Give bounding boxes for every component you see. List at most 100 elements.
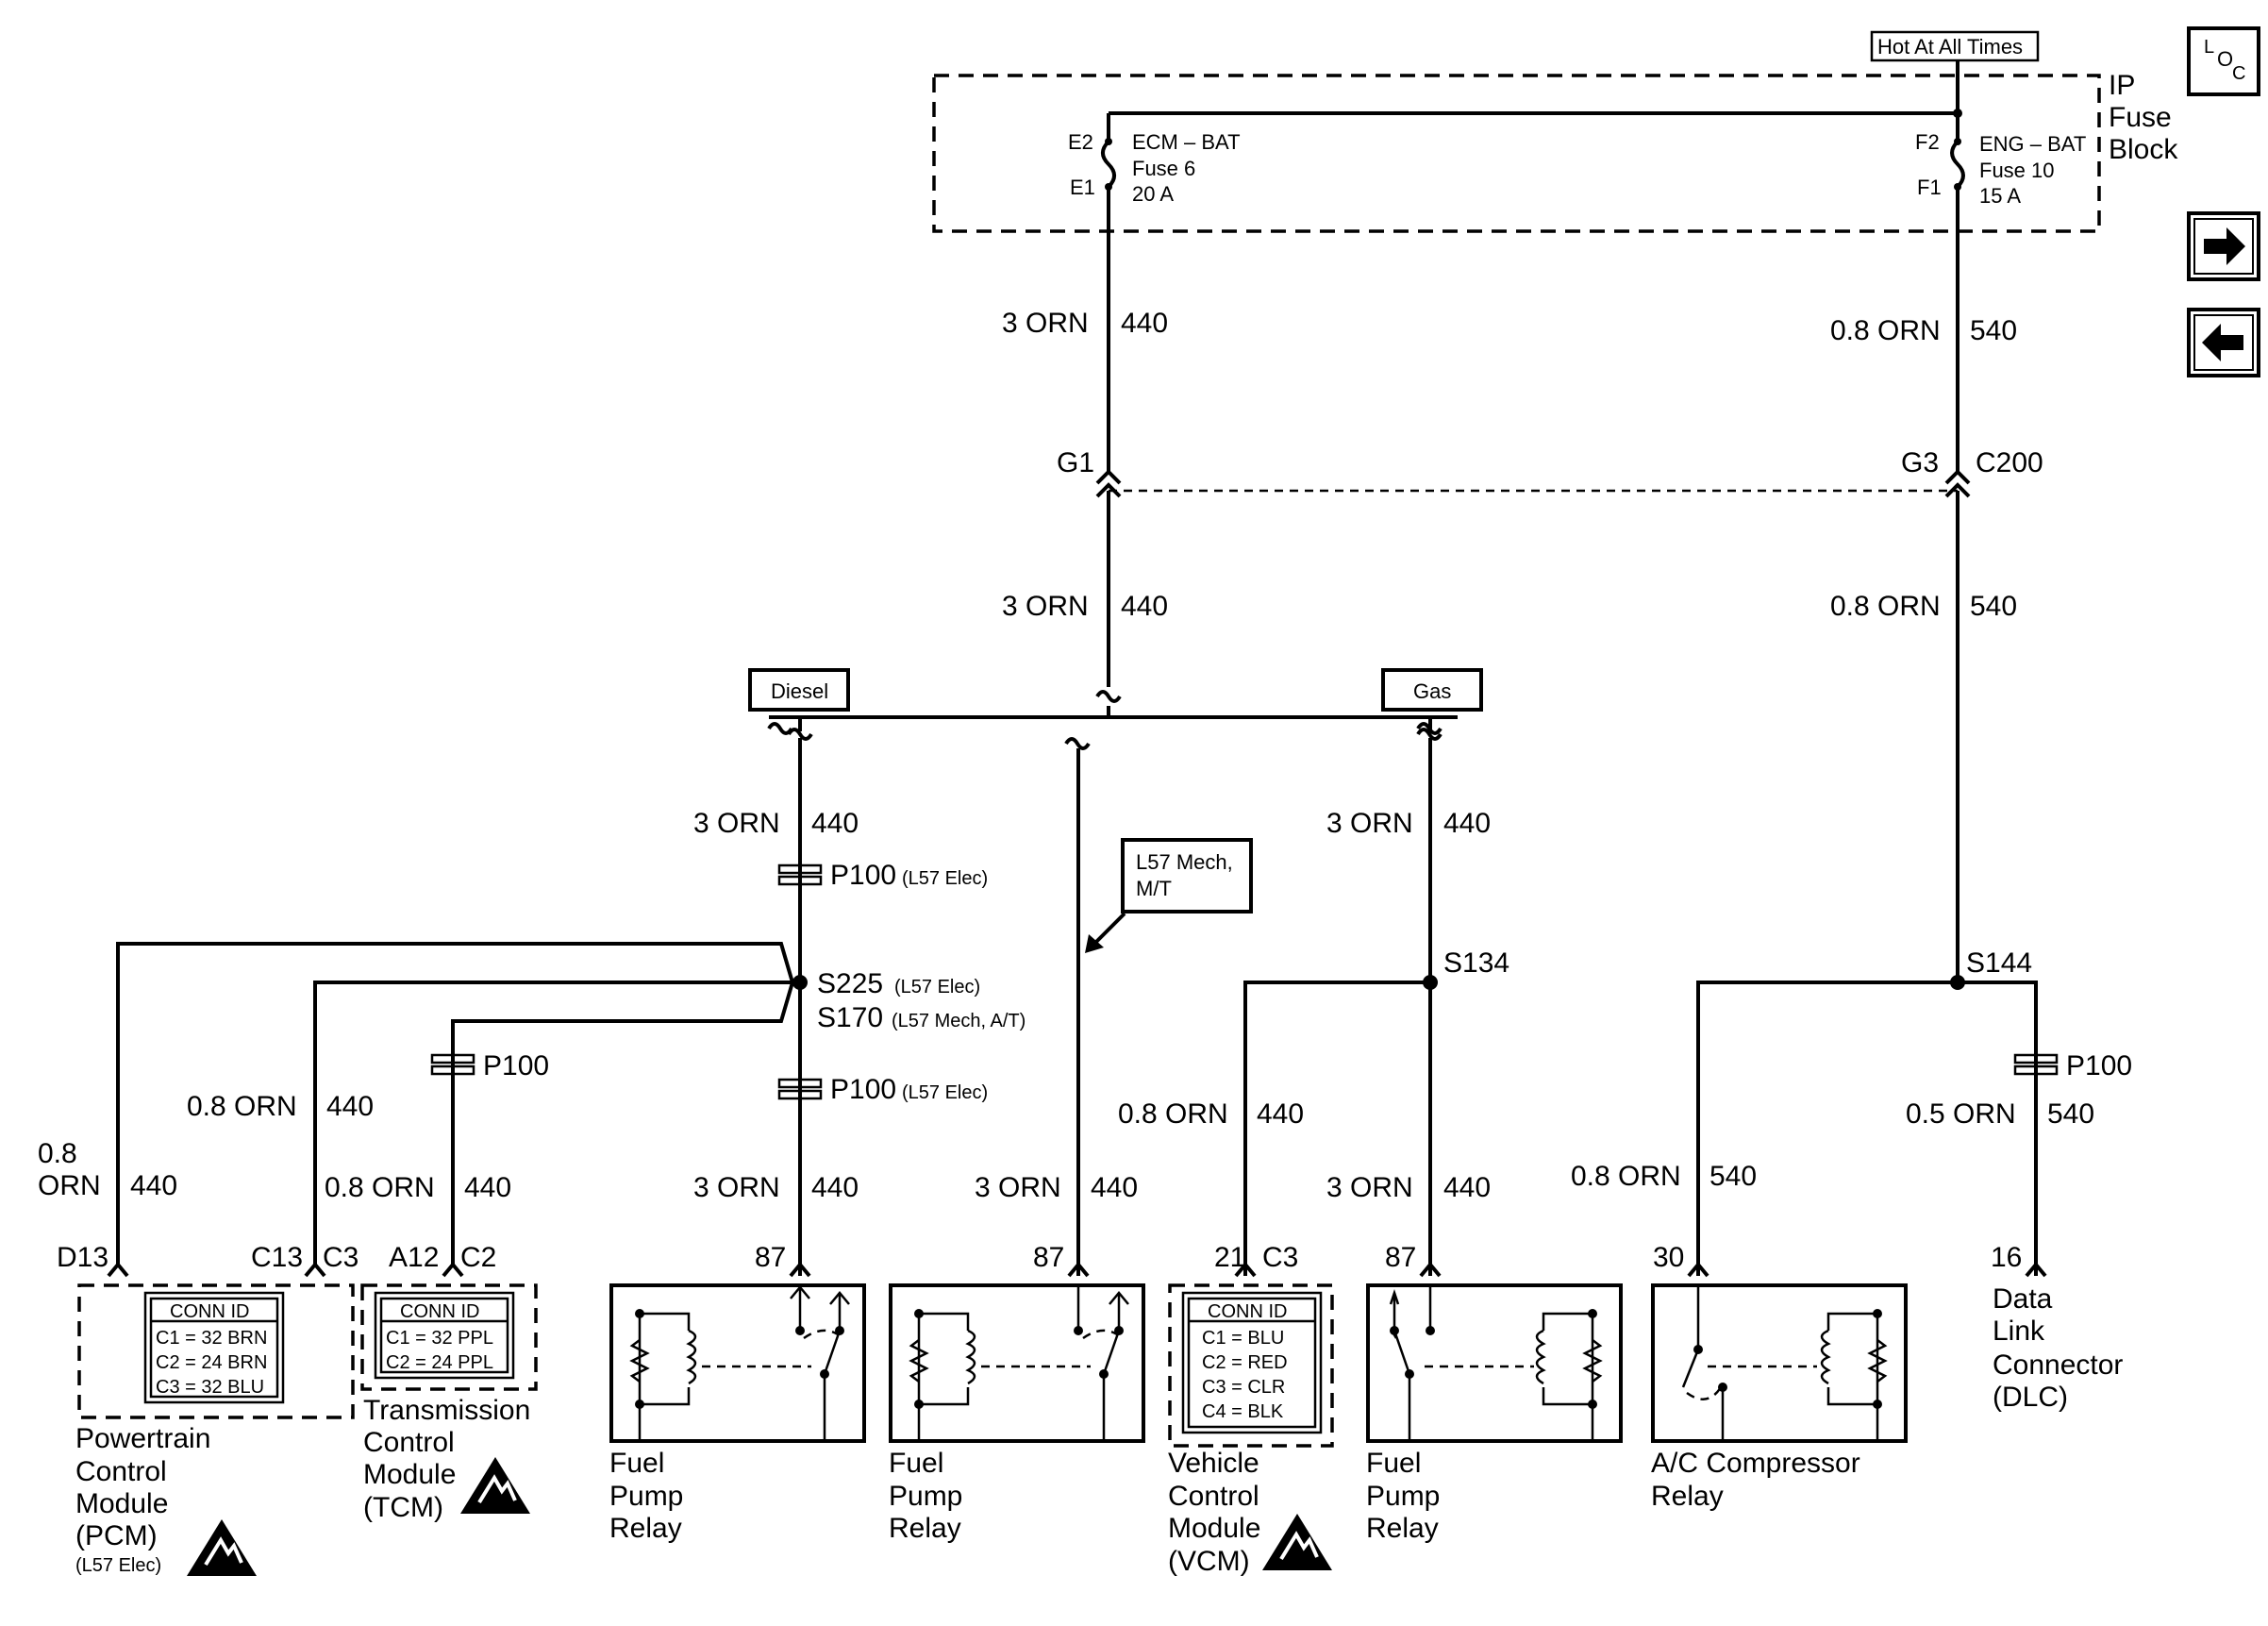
svg-text:(L57 Elec): (L57 Elec) xyxy=(902,1082,988,1103)
tcm-name-4: (TCM) xyxy=(363,1492,443,1523)
splice-s225 xyxy=(792,975,808,990)
esd-warning-icon xyxy=(1262,1514,1332,1570)
l57-mech-mt-label-1: L57 Mech, xyxy=(1136,850,1233,874)
wire-size-pcm-c13: 0.8 ORN xyxy=(187,1091,297,1122)
fuse-right-name: ENG – BAT xyxy=(1979,132,2086,156)
svg-text:P100: P100 xyxy=(483,1050,549,1081)
fuse-left-number: Fuse 6 xyxy=(1132,157,1195,180)
svg-text:C3 = 32 BLU: C3 = 32 BLU xyxy=(156,1377,264,1398)
gas-option-tag xyxy=(1381,668,1483,712)
pin-30: 30 xyxy=(1653,1242,1684,1273)
fuse-left-amps: 20 A xyxy=(1132,182,1174,206)
tcm-name-1: Transmission xyxy=(363,1395,530,1426)
relay-b-name-3: Relay xyxy=(889,1513,961,1544)
p100-connector-upper: P100 (L57 Elec) xyxy=(777,860,988,891)
pcm-name-3: Module xyxy=(75,1488,168,1519)
pin-87-b: 87 xyxy=(1033,1242,1064,1273)
pin-87-c: 87 xyxy=(1385,1242,1416,1273)
svg-text:C4 = BLK: C4 = BLK xyxy=(1202,1401,1284,1422)
ip-fuse-block-label-2: Fuse xyxy=(2109,102,2172,133)
dlc-name-4: (DLC) xyxy=(1993,1382,2068,1413)
fuse-eng-bat: F2 F1 ENG – BAT Fuse 10 15 A xyxy=(1915,113,2086,208)
circuit-440-a: 440 xyxy=(1121,308,1168,339)
wire-size-440-a: 3 ORN xyxy=(1002,308,1089,339)
pcm-name-1: Powertrain xyxy=(75,1423,210,1454)
svg-text:C2 = RED: C2 = RED xyxy=(1202,1352,1288,1373)
relay-a-name-3: Relay xyxy=(609,1513,682,1544)
pin-c3-vcm: C3 xyxy=(1262,1242,1298,1273)
tcm-conn-id-table: CONN ID C1 = 32 PPL C2 = 24 PPL xyxy=(374,1291,515,1380)
pin-a12: A12 xyxy=(389,1242,439,1273)
prev-page-button[interactable] xyxy=(2187,308,2260,377)
pin-c3-pcm: C3 xyxy=(323,1242,359,1273)
p100-connector-lower: P100 (L57 Elec) xyxy=(777,1074,988,1105)
arrow-left-icon xyxy=(2202,324,2243,361)
wire-size-440-b: 3 ORN xyxy=(1002,591,1089,622)
svg-text:C3 = CLR: C3 = CLR xyxy=(1202,1377,1285,1398)
wire-size-vcm: 0.8 ORN xyxy=(1118,1098,1228,1130)
svg-text:P100: P100 xyxy=(2066,1050,2132,1081)
wire-size-pcm-d13-b: ORN xyxy=(38,1170,101,1201)
wire-size-pcm-d13-a: 0.8 xyxy=(38,1138,77,1169)
splice-s225-label: S225 xyxy=(817,968,883,999)
fuse-right-pin-top: F2 xyxy=(1915,130,1940,154)
splice-s170-label: S170 xyxy=(817,1002,883,1033)
vcm-conn-id-table: CONN ID C1 = BLU C2 = RED C3 = CLR C4 = … xyxy=(1181,1291,1323,1434)
ac-relay-name-2: Relay xyxy=(1651,1481,1724,1512)
circuit-diesel-a: 440 xyxy=(811,808,859,839)
splice-s225-note: (L57 Elec) xyxy=(894,977,980,997)
svg-text:CONN ID: CONN ID xyxy=(1208,1301,1287,1322)
fuse-left-pin-top: E2 xyxy=(1068,130,1093,154)
tcm-module-outline xyxy=(360,1283,538,1391)
connector-g3: G3 xyxy=(1901,447,1939,478)
svg-text:CONN ID: CONN ID xyxy=(170,1301,249,1322)
circuit-ac: 540 xyxy=(1709,1161,1757,1192)
vcm-name-2: Control xyxy=(1168,1481,1259,1512)
gas-label: Gas xyxy=(1413,679,1451,703)
svg-text:C2 = 24 PPL: C2 = 24 PPL xyxy=(386,1352,493,1373)
p100-connector-tcm: P100 xyxy=(430,1050,549,1081)
fuse-left-name: ECM – BAT xyxy=(1132,130,1241,154)
relay-b-name-2: Pump xyxy=(889,1481,962,1512)
loc-button[interactable]: L O C xyxy=(2187,26,2260,96)
splice-s134-label: S134 xyxy=(1443,947,1509,979)
relay-c-name-2: Pump xyxy=(1366,1481,1440,1512)
wire-size-mid: 3 ORN xyxy=(975,1172,1061,1203)
dlc-name-2: Link xyxy=(1993,1316,2045,1347)
pcm-note: (L57 Elec) xyxy=(75,1555,161,1576)
ac-relay-name-1: A/C Compressor xyxy=(1651,1448,1860,1479)
dlc-name-1: Data xyxy=(1993,1283,2053,1315)
pin-21: 21 xyxy=(1214,1242,1245,1273)
svg-text:P100: P100 xyxy=(830,1074,896,1105)
fuel-pump-relay-b xyxy=(889,1283,1145,1443)
wire-size-dlc: 0.5 ORN xyxy=(1906,1098,2016,1130)
svg-text:L: L xyxy=(2204,37,2214,58)
circuit-540-b: 540 xyxy=(1970,591,2017,622)
vcm-name-3: Module xyxy=(1168,1513,1260,1544)
pin-c2: C2 xyxy=(460,1242,496,1273)
circuit-gas-b: 440 xyxy=(1443,1172,1491,1203)
next-page-button[interactable] xyxy=(2187,211,2260,281)
fuel-pump-relay-a xyxy=(609,1283,866,1443)
pcm-name-4: (PCM) xyxy=(75,1520,158,1551)
circuit-mid: 440 xyxy=(1091,1172,1138,1203)
svg-text:P100: P100 xyxy=(830,860,896,891)
svg-text:CONN ID: CONN ID xyxy=(400,1301,479,1322)
fuse-ecm-bat: E2 E1 ECM – BAT Fuse 6 20 A xyxy=(1068,113,1241,206)
vcm-module-outline xyxy=(1168,1283,1334,1448)
circuit-540-a: 540 xyxy=(1970,315,2017,346)
fuse-right-number: Fuse 10 xyxy=(1979,159,2055,182)
circuit-diesel-b: 440 xyxy=(811,1172,859,1203)
dlc-name-3: Connector xyxy=(1993,1349,2123,1381)
wire-size-ac: 0.8 ORN xyxy=(1571,1161,1681,1192)
circuit-vcm: 440 xyxy=(1257,1098,1304,1130)
pcm-name-2: Control xyxy=(75,1456,167,1487)
splice-s170-note: (L57 Mech, A/T) xyxy=(892,1011,1026,1031)
circuit-pcm-c13: 440 xyxy=(326,1091,374,1122)
p100-connector-dlc: P100 xyxy=(2013,1050,2132,1081)
fuse-right-amps: 15 A xyxy=(1979,184,2021,208)
fuel-pump-relay-c xyxy=(1366,1283,1623,1443)
pin-c13: C13 xyxy=(251,1242,303,1273)
